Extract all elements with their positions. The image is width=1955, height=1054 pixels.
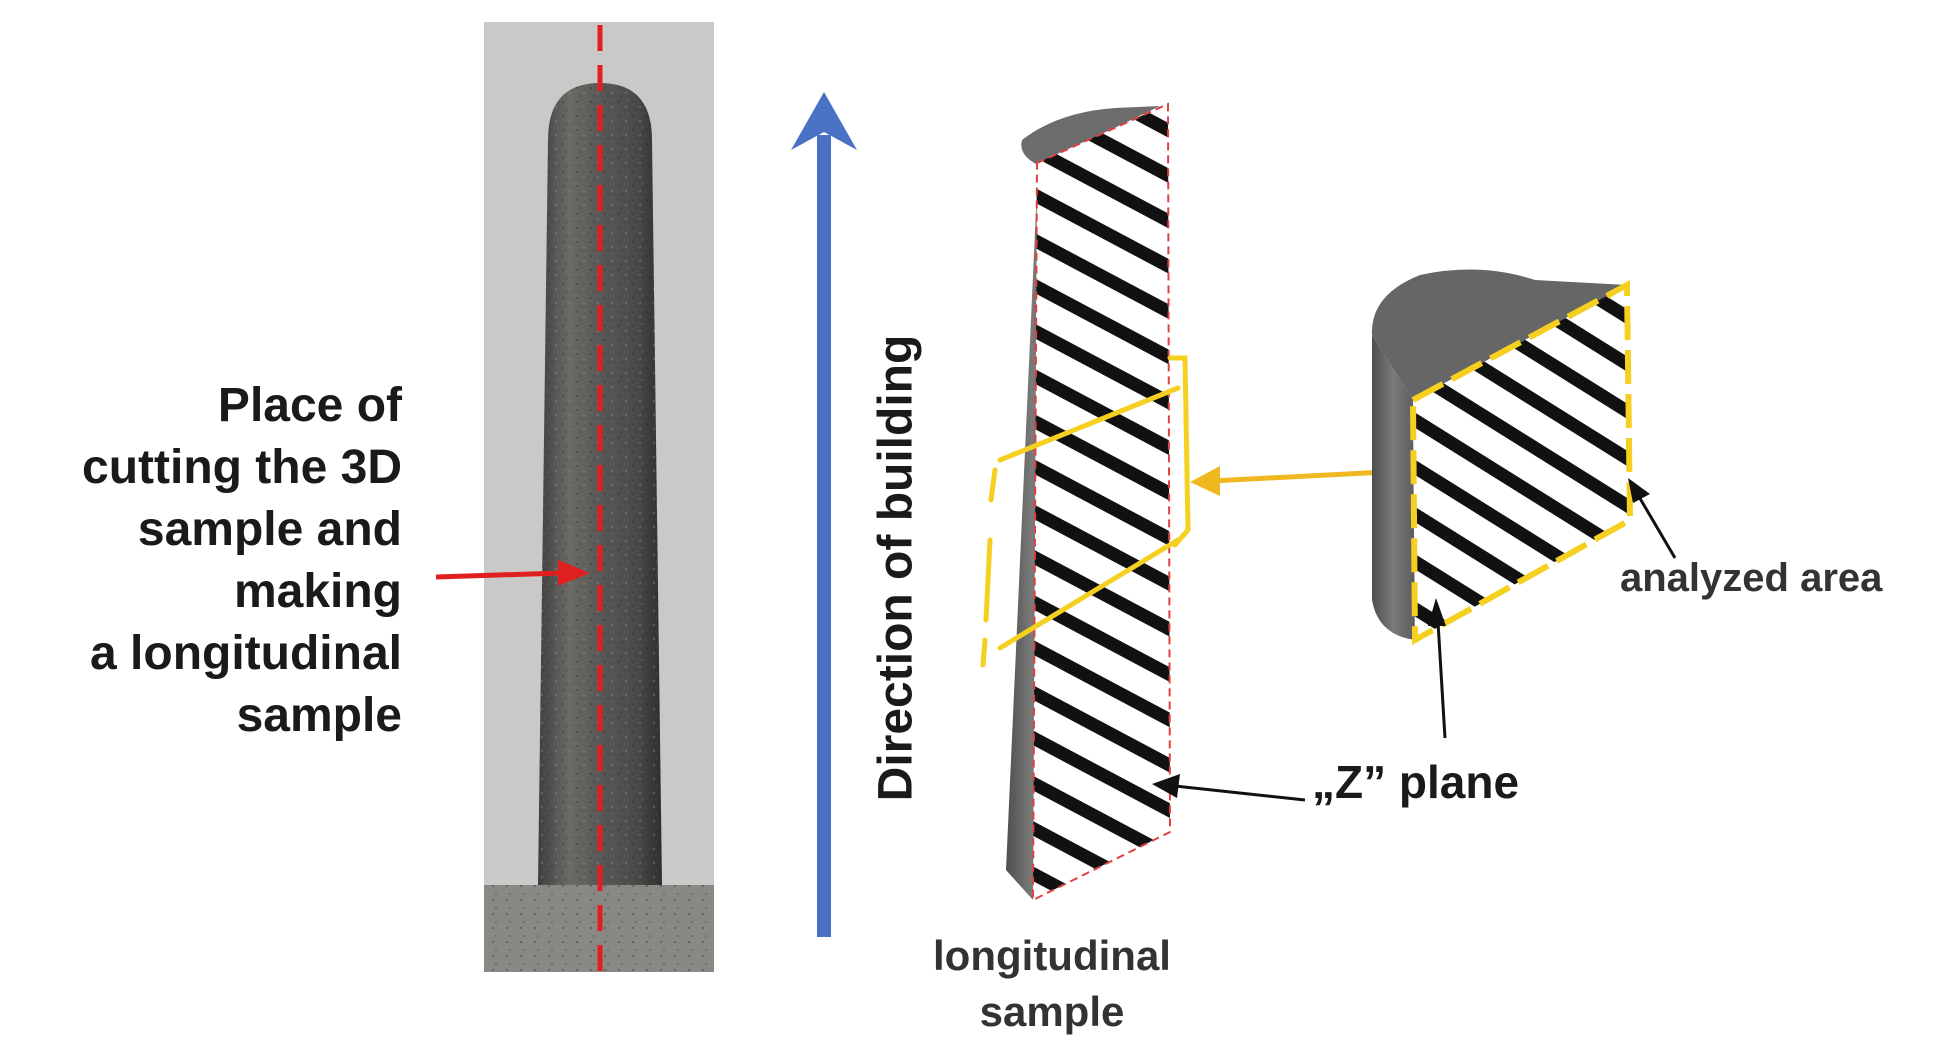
longitudinal-sample (1006, 102, 1172, 902)
section-pointer-arrow (1190, 466, 1386, 496)
analyzed-area-pointer-arrow (1628, 478, 1677, 559)
longitudinal-sample-label: longitudinal sample (922, 928, 1182, 1040)
longitudinal-sample-text: longitudinal sample (933, 932, 1171, 1035)
building-direction-label: Direction of building (869, 334, 923, 802)
direction-arrow (791, 92, 857, 937)
cross-section-solid (1371, 269, 1634, 646)
z-plane-pointer-arrow-2 (1428, 598, 1447, 739)
cut-pointer-arrow (435, 560, 590, 586)
z-plane-pointer-arrow (1152, 774, 1306, 802)
z-plane-label: „Z” plane (1312, 756, 1520, 808)
cut-location-label: Place of cutting the 3D sample and makin… (82, 379, 402, 742)
analyzed-area-label: analyzed area (1620, 556, 1883, 600)
section-plane-outline (980, 355, 1191, 668)
